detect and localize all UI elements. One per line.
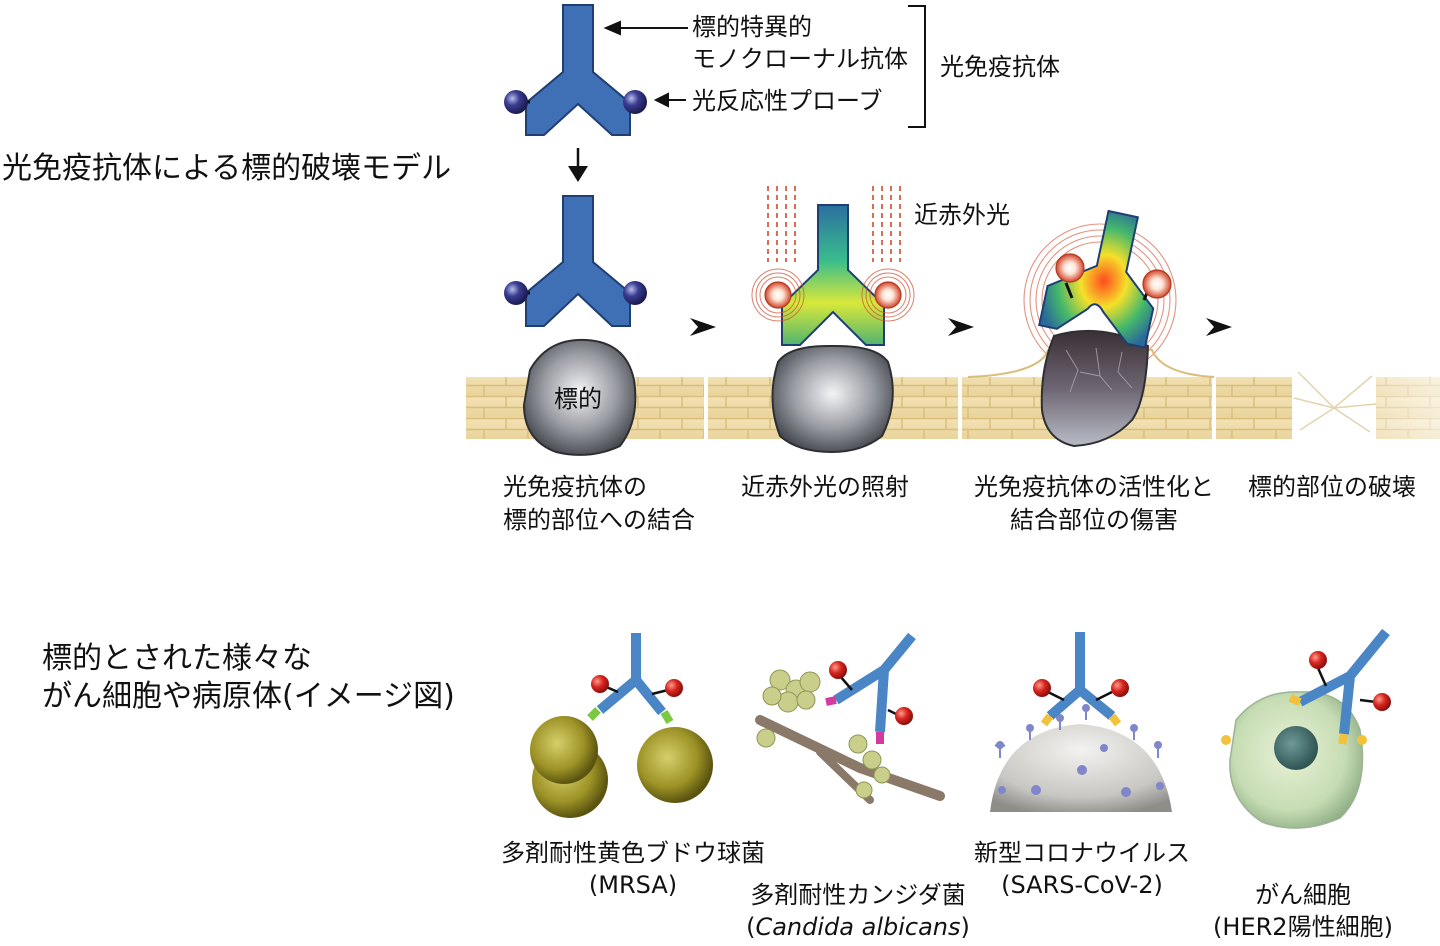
- target-cancer-name: がん細胞: [1255, 881, 1351, 909]
- target-mrsa-name: 多剤耐性黄色ブドウ球菌: [501, 839, 765, 867]
- nir-rays-left: [767, 186, 796, 262]
- flare-right: [874, 281, 902, 309]
- step2-antibody: [751, 204, 915, 346]
- label-photoimmuno-antibody: 光免疫抗体: [940, 53, 1060, 81]
- step3-caption-line2: 結合部位の傷害: [1010, 506, 1178, 534]
- nir-label: 近赤外光: [914, 201, 1010, 229]
- step1-caption-line2: 標的部位への結合: [503, 506, 695, 534]
- mrsa-illustration: [530, 633, 713, 818]
- target-virus-name: 新型コロナウイルス: [974, 839, 1190, 867]
- step2-caption: 近赤外光の照射: [741, 473, 909, 501]
- target-candida-sub: (Candida albicans): [724, 912, 992, 942]
- flare-left: [764, 281, 792, 309]
- probe-ball-right: [623, 90, 647, 114]
- model-title: 光免疫抗体による標的破壊モデル: [2, 151, 452, 186]
- cancer-cell-illustration: [1221, 628, 1391, 829]
- target-mrsa-sub: (MRSA): [588, 871, 678, 899]
- candida-scientific-name: Candida albicans: [755, 913, 961, 941]
- arrow-step3-4: [1206, 318, 1232, 336]
- target-candida-name: 多剤耐性カンジダ菌: [750, 881, 966, 909]
- step1-antibody: [504, 195, 647, 327]
- target-virus-sub: (SARS-CoV-2): [1001, 871, 1163, 899]
- probe-ball-left: [504, 90, 528, 114]
- step1-target: [522, 338, 637, 456]
- nir-rays-right: [872, 186, 901, 262]
- step4-caption: 標的部位の破壊: [1248, 473, 1416, 501]
- candida-illustration: [755, 632, 945, 804]
- flare-3-right: [1142, 269, 1172, 299]
- step3-antibody: [1038, 209, 1155, 349]
- targets-title-line2: がん細胞や病原体(イメージ図): [42, 679, 455, 714]
- targets-title-line1: 標的とされた様々な: [42, 641, 312, 676]
- virus-illustration: [990, 632, 1172, 812]
- legend-antibody: [504, 4, 647, 136]
- step2-target: [771, 344, 894, 454]
- flare-3-left: [1055, 253, 1085, 283]
- step1-caption-line1: 光免疫抗体の: [503, 473, 647, 501]
- legend-bracket: [908, 5, 926, 128]
- arrow-step1-2: [690, 318, 716, 336]
- legend-arrows: [603, 20, 688, 108]
- arrow-step2-3: [948, 318, 974, 336]
- paren-close: ): [960, 913, 970, 941]
- label-monoclonal-line2: モノクローナル抗体: [692, 45, 908, 73]
- step3-caption-line1: 光免疫抗体の活性化と: [974, 473, 1214, 501]
- paren-open: (: [746, 913, 756, 941]
- label-probe: 光反応性プローブ: [692, 87, 883, 115]
- target-cancer-sub: (HER2陽性細胞): [1213, 913, 1393, 941]
- step3-cracks: [1065, 347, 1133, 393]
- down-arrow: [568, 148, 588, 182]
- target-label: 標的: [554, 385, 602, 413]
- label-monoclonal-line1: 標的特異的: [692, 13, 812, 41]
